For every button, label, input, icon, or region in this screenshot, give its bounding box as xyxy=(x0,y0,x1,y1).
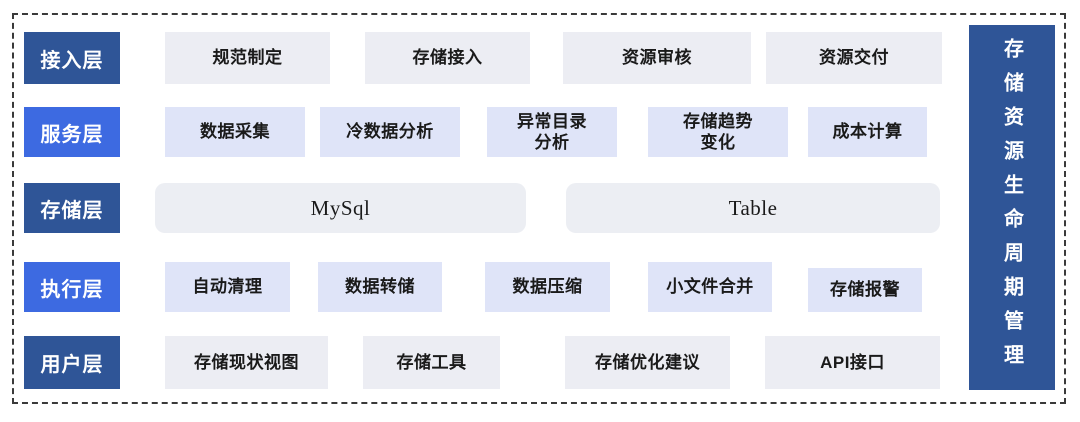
node-data-dump: 数据转储 xyxy=(318,262,442,312)
node-storage-alarm: 存储报警 xyxy=(808,268,922,312)
side-banner-title: 存储资源生命周期管理 xyxy=(1000,37,1023,378)
layer-label-service: 服务层 xyxy=(24,107,120,157)
node-cost-calculation: 成本计算 xyxy=(808,107,927,157)
node-data-compression: 数据压缩 xyxy=(485,262,610,312)
node-data-collection: 数据采集 xyxy=(165,107,305,157)
node-spec-definition: 规范制定 xyxy=(165,32,330,84)
node-mysql: MySql xyxy=(155,183,526,233)
node-storage-optimization-advice: 存储优化建议 xyxy=(565,336,730,389)
node-resource-delivery: 资源交付 xyxy=(766,32,942,84)
node-resource-review: 资源审核 xyxy=(563,32,751,84)
node-storage-access: 存储接入 xyxy=(365,32,530,84)
node-small-file-merge: 小文件合并 xyxy=(648,262,772,312)
node-storage-trend-change: 存储趋势 变化 xyxy=(648,107,788,157)
layer-label-user: 用户层 xyxy=(24,336,120,389)
node-table: Table xyxy=(566,183,940,233)
side-banner: 存储资源生命周期管理 xyxy=(969,25,1055,390)
layer-label-access: 接入层 xyxy=(24,32,120,84)
node-storage-tools: 存储工具 xyxy=(363,336,500,389)
node-cold-data-analysis: 冷数据分析 xyxy=(320,107,460,157)
node-abnormal-dir-analysis: 异常目录 分析 xyxy=(487,107,617,157)
node-storage-status-view: 存储现状视图 xyxy=(165,336,328,389)
node-auto-cleanup: 自动清理 xyxy=(165,262,290,312)
node-api-interface: API接口 xyxy=(765,336,940,389)
layer-label-execution: 执行层 xyxy=(24,262,120,312)
layer-label-storage: 存储层 xyxy=(24,183,120,233)
